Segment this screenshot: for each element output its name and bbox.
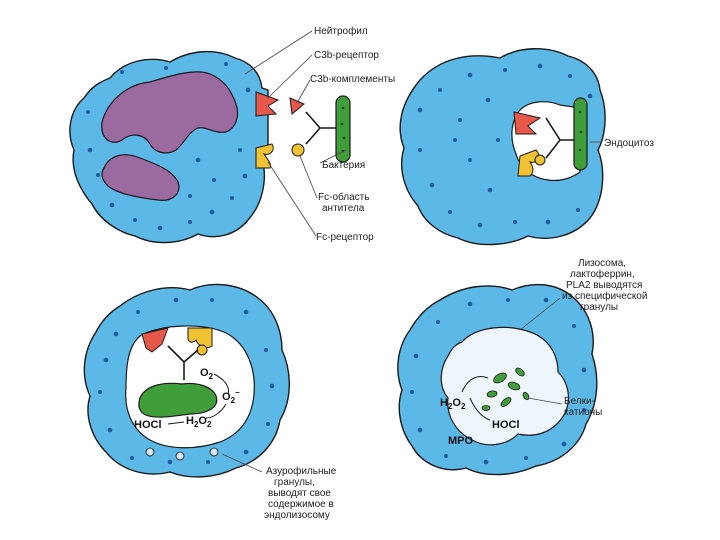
- label-cationic-2: катионы: [564, 407, 602, 418]
- antibody: [167, 345, 199, 380]
- antibody: [305, 111, 340, 145]
- chem-o2: O2: [200, 367, 214, 381]
- label-azurophil-5: эндолизосому: [264, 510, 330, 521]
- label-neutrophil: Нейтрофил: [314, 25, 368, 37]
- bacterium: [335, 95, 351, 163]
- c3b-receptor-bound: [141, 327, 169, 353]
- chem-hocl: HOCl: [492, 419, 520, 431]
- label-fc-region-2: антитела: [322, 203, 365, 214]
- nucleus: [101, 71, 239, 154]
- label-c3b-complement: C3b-комплементы: [310, 74, 395, 85]
- c3b-complement: [289, 97, 305, 115]
- c3b-receptor-bound: [513, 111, 542, 135]
- label-fc-receptor: Fc-рецептор: [316, 232, 374, 243]
- c3b-receptor-shape: [255, 91, 280, 117]
- label-c3b-receptor: C3b-рецептор: [314, 50, 379, 61]
- label-lysosome-4: из специфической: [562, 290, 647, 302]
- fc-receptor-shape: [255, 143, 274, 169]
- fc-receptor-bound: [187, 327, 213, 349]
- granules: [417, 63, 593, 228]
- label-azurophil-1: Азурофильные: [266, 465, 337, 477]
- panel-phagosome: O2 O2− H2O2 HOCl Азурофильные гранулы, в…: [83, 283, 337, 521]
- label-cationic-1: Белки-: [564, 396, 595, 407]
- bacterial-fragments: [481, 367, 530, 411]
- granules: [98, 297, 275, 465]
- label-lysosome-3: PLA2 выводятся: [566, 280, 642, 291]
- label-azurophil-4: содержимое в: [268, 499, 334, 510]
- granules: [86, 62, 251, 231]
- label-fc-region-1: Fc-область: [318, 191, 369, 203]
- panel-phagolysosome: H2O2 HOCl MPO Лизосома, лактоферрин, PLA…: [397, 258, 647, 476]
- chem-hocl: HOCl: [134, 419, 162, 431]
- fc-receptor-bound: [517, 149, 540, 177]
- label-lysosome-1: Лизосома,: [578, 258, 626, 269]
- label-endocytosis: Эндоцитоз: [604, 138, 654, 149]
- label-lysosome-5: гранулы: [580, 302, 618, 313]
- granules: [410, 297, 587, 465]
- chem-h2o2: H2O2: [440, 397, 466, 411]
- chem-superoxide: O2−: [222, 388, 240, 405]
- chem-h2o2: H2O2: [186, 415, 212, 429]
- engulfed-bacterium: [138, 382, 218, 418]
- label-lysosome-2: лактоферрин,: [570, 268, 635, 280]
- panel-neutrophil: Нейтрофил C3b-рецептор C3b-комплементы Б…: [69, 25, 395, 244]
- label-azurophil-3: выводят свое: [268, 488, 331, 499]
- fc-region: [291, 143, 305, 157]
- nucleus-lobe: [101, 154, 180, 201]
- endocytosis-cell: [399, 48, 606, 246]
- chem-mpo: MPO: [448, 435, 474, 447]
- label-azurophil-2: гранулы,: [274, 477, 315, 488]
- panel-endocytosis: Эндоцитоз: [399, 48, 654, 246]
- phagolysosome-vacuole: [440, 326, 569, 446]
- label-bacterium: Бактерия: [322, 160, 365, 171]
- bacterium: [573, 97, 588, 171]
